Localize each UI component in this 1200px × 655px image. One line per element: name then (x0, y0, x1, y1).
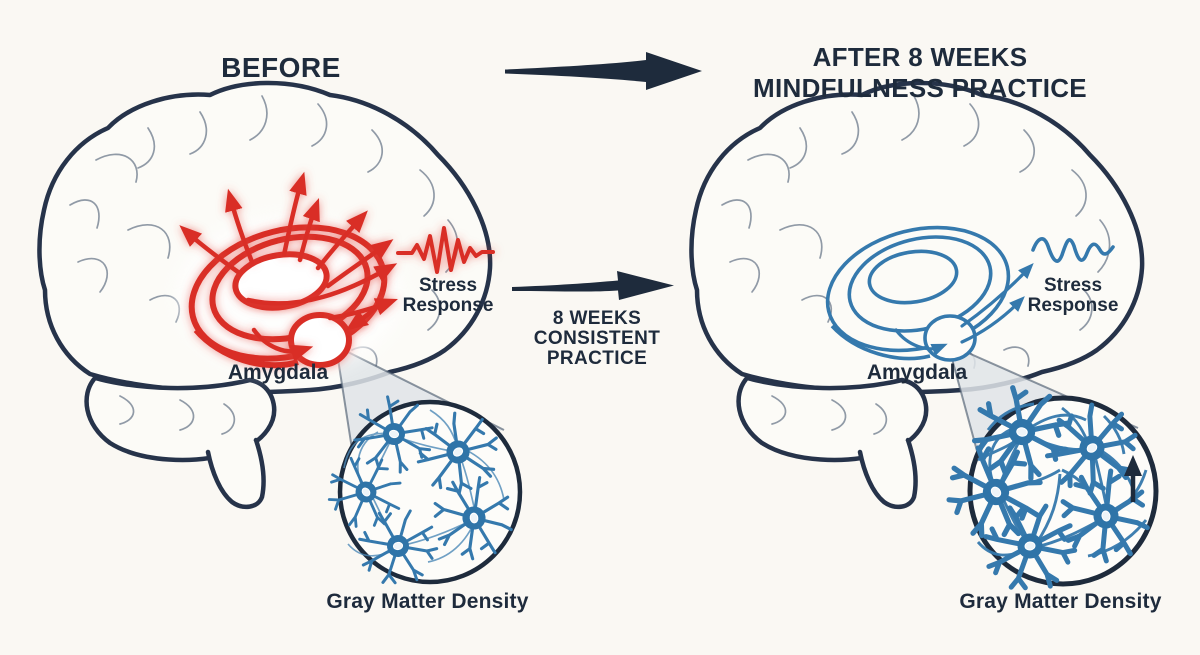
amygdala-calm-blue (825, 225, 1115, 362)
gray-matter-circle-left (315, 390, 523, 589)
density-up-arrow-icon (1124, 455, 1142, 502)
after-title-line1: AFTER 8 WEEKS (812, 42, 1028, 72)
stress-response-label-after: Stress Response (1027, 275, 1119, 316)
gray-matter-circle-right (933, 383, 1159, 592)
amygdala-hyperactive-red (178, 171, 495, 373)
transition-caption-line2: CONSISTENT (533, 328, 661, 349)
before-title: BEFORE (221, 52, 341, 83)
transition-caption-line1: 8 WEEKS (552, 308, 642, 329)
stress-response-label-before: Stress Response (402, 275, 494, 316)
amygdala-label-after: Amygdala (866, 361, 968, 384)
gray-matter-label-before: Gray Matter Density (326, 590, 529, 613)
gray-matter-label-after: Gray Matter Density (959, 590, 1162, 613)
amygdala-label-before: Amygdala (227, 361, 329, 384)
transition-caption-line3: PRACTICE (546, 348, 648, 369)
after-title-line2: MINDFULNESS PRACTICE (753, 72, 1087, 103)
stress-ecg-wave-icon (396, 226, 495, 274)
transition-caption: 8 WEEKS CONSISTENT PRACTICE (497, 309, 697, 369)
calm-wave-icon (1031, 237, 1115, 263)
after-title: AFTER 8 WEEKS MINDFULNESS PRACTICE (735, 42, 1105, 103)
mid-transition-arrow-icon (512, 271, 674, 300)
top-transition-arrow-icon (505, 52, 702, 90)
